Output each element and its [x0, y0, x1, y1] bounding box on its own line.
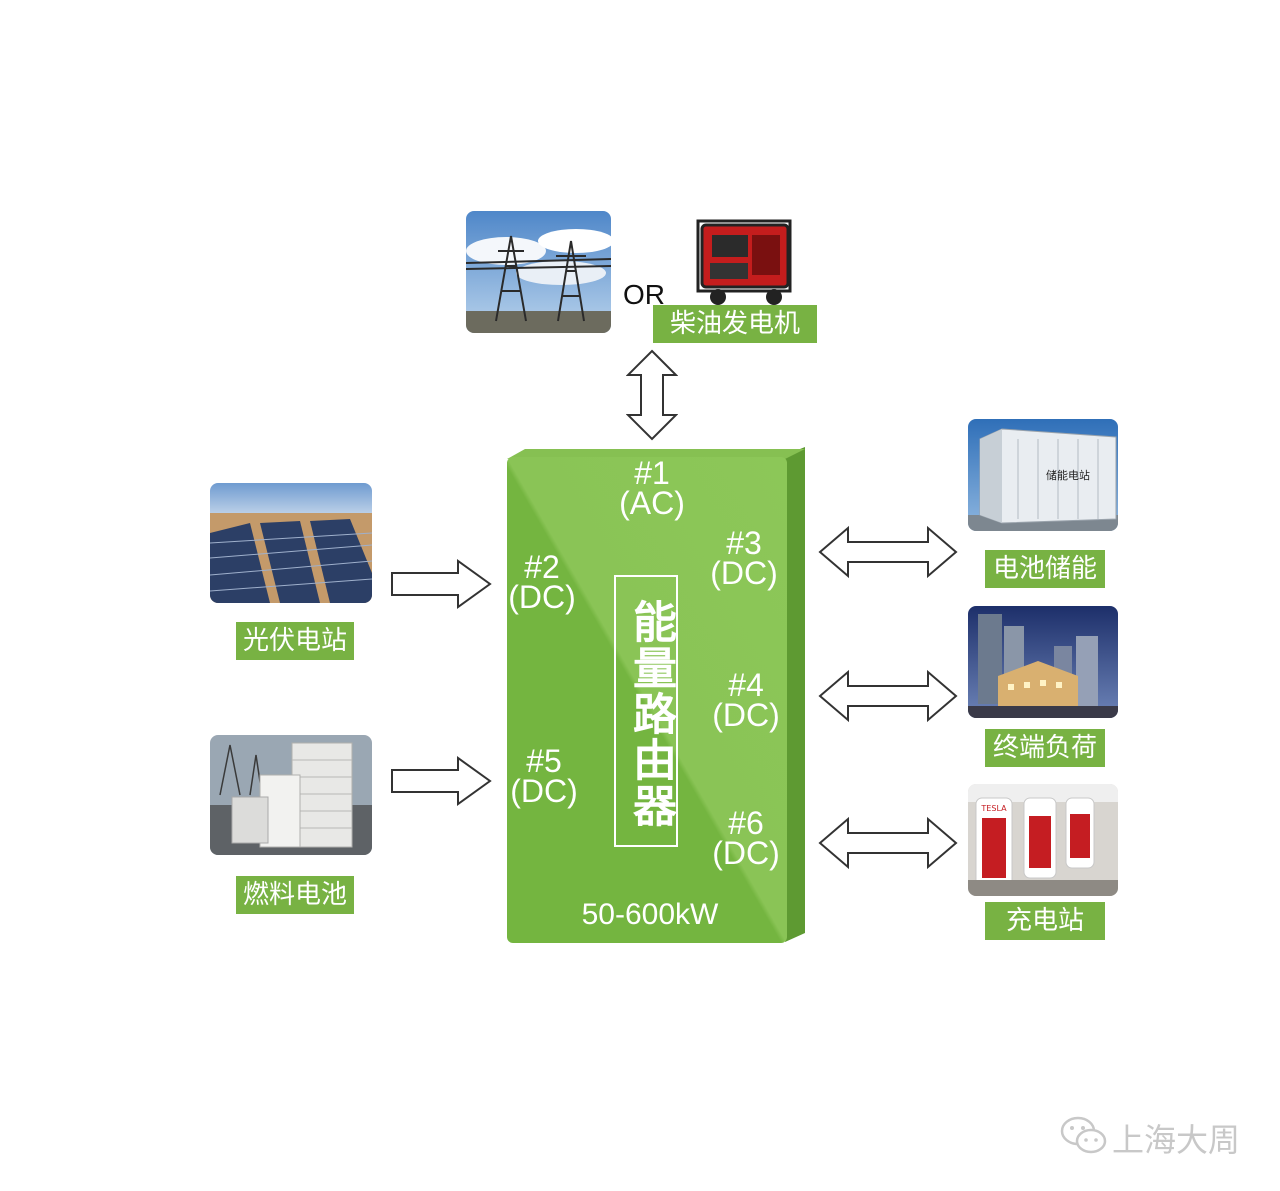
port-6-type: (DC) — [712, 835, 780, 871]
arrow-router-battery — [818, 525, 958, 579]
fuel-cell-photo — [210, 735, 372, 855]
solar-farm-photo — [210, 483, 372, 603]
router-power: 50-600kW — [581, 898, 719, 931]
fuel-cell-label: 燃料电池 — [236, 876, 354, 914]
port-6: #6 (DC) — [686, 805, 806, 871]
wechat-icon — [1060, 1116, 1107, 1154]
port-2-id: #2 — [524, 549, 560, 585]
power-grid-photo — [466, 211, 611, 333]
tesla-text: TESLA — [980, 804, 1007, 813]
port-1-type: (AC) — [619, 485, 685, 521]
arrow-router-load — [818, 669, 958, 723]
charging-station-photo: TESLA — [968, 784, 1118, 896]
port-4-id: #4 — [728, 667, 764, 703]
battery-storage-photo: 储能电站 — [968, 419, 1118, 531]
diesel-generator-photo — [690, 211, 798, 309]
watermark-text: 上海大周 — [1112, 1121, 1241, 1159]
container-text: 储能电站 — [1046, 468, 1090, 482]
terminal-load-label: 终端负荷 — [985, 729, 1105, 767]
port-1-id: #1 — [634, 455, 670, 491]
or-text: OR — [623, 279, 665, 310]
terminal-load-photo — [968, 606, 1118, 718]
arrow-solar-to-router — [391, 559, 492, 609]
arrow-router-charging — [818, 816, 958, 870]
solar-station-label: 光伏电站 — [236, 622, 354, 660]
router-name: 能量路由器 — [614, 575, 678, 847]
arrow-fuelcell-to-router — [391, 756, 492, 806]
battery-storage-label: 电池储能 — [985, 550, 1105, 588]
port-5-type: (DC) — [510, 773, 578, 809]
port-5-id: #5 — [526, 743, 562, 779]
port-5: #5 (DC) — [484, 743, 604, 809]
watermark: 上海大周 — [1060, 1113, 1260, 1159]
port-4-type: (DC) — [712, 697, 780, 733]
port-3: #3 (DC) — [684, 525, 804, 591]
energy-router-box — [507, 447, 805, 943]
port-2: #2 (DC) — [482, 549, 602, 615]
port-6-id: #6 — [728, 805, 764, 841]
port-3-type: (DC) — [710, 555, 778, 591]
charging-station-label: 充电站 — [985, 902, 1105, 940]
port-2-type: (DC) — [508, 579, 576, 615]
diesel-generator-label: 柴油发电机 — [653, 305, 817, 343]
port-1: #1 (AC) — [592, 455, 712, 521]
port-4: #4 (DC) — [686, 667, 806, 733]
vertical-double-arrow — [626, 349, 678, 441]
port-3-id: #3 — [726, 525, 762, 561]
